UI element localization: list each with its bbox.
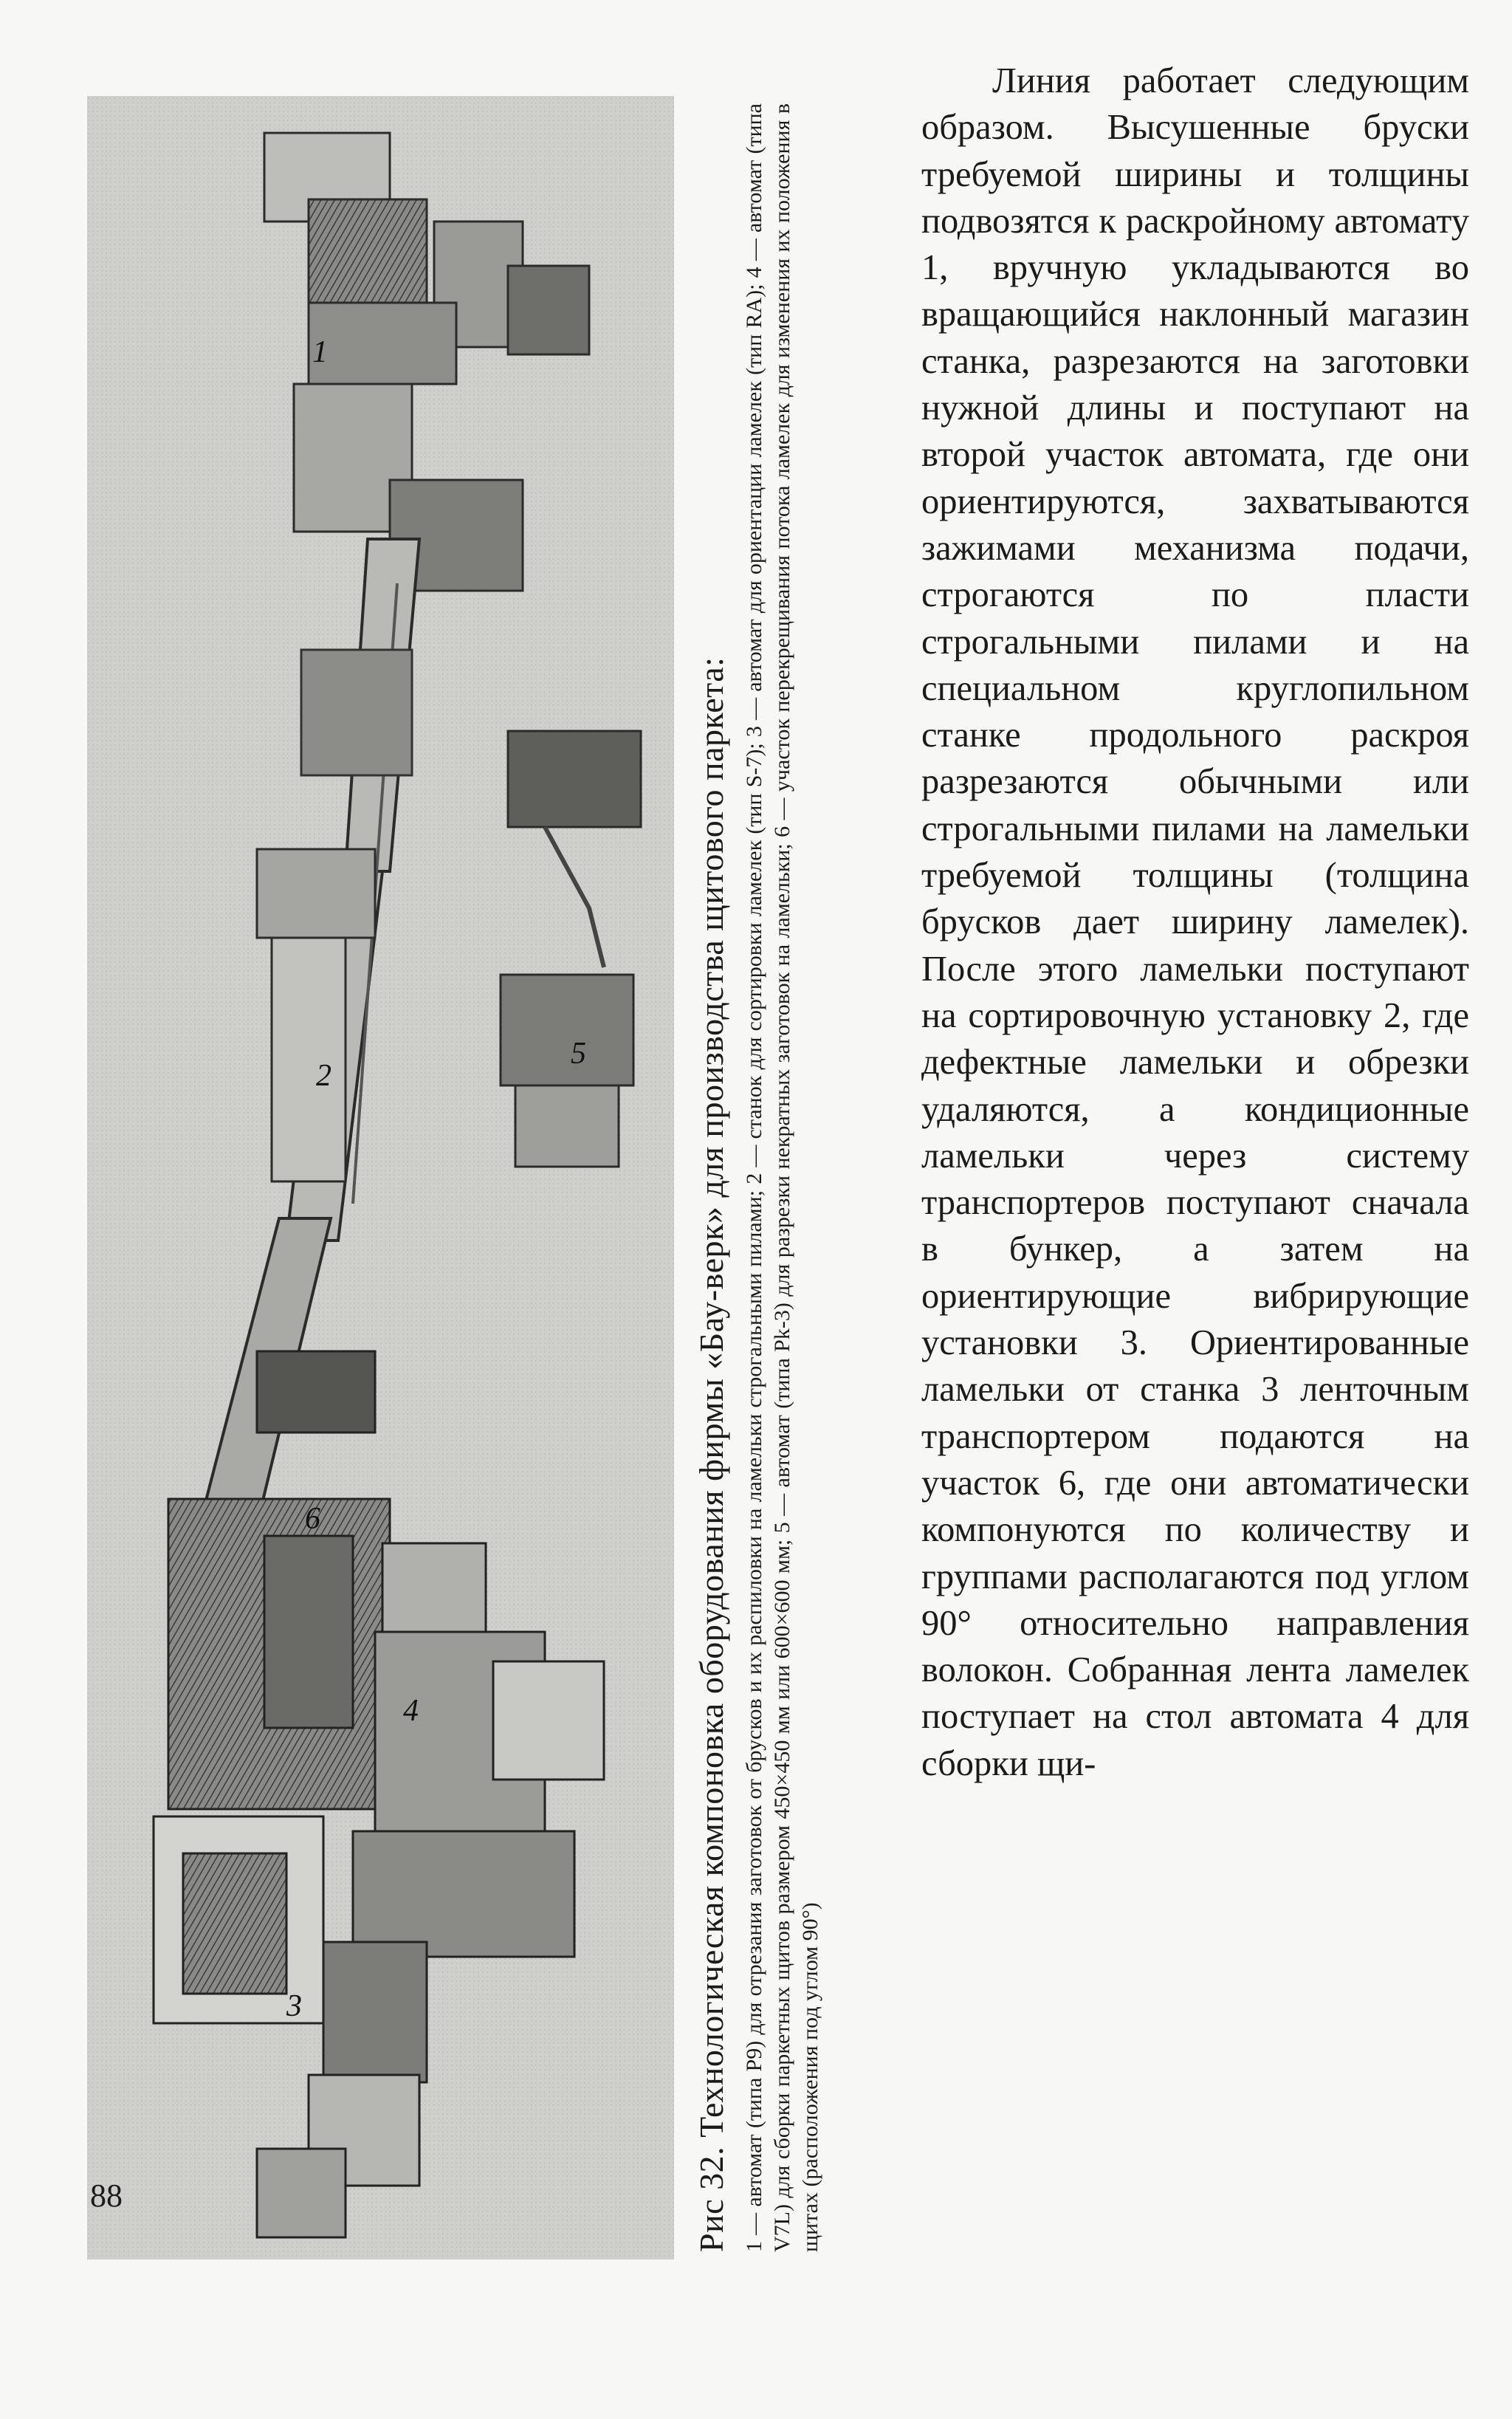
label-3: 3 bbox=[286, 1989, 302, 2023]
body-paragraph: Линия работает следующим образом. Высуше… bbox=[921, 61, 1469, 1783]
figure-caption: Рис 32. Технологическая компоновка обору… bbox=[689, 96, 918, 2260]
label-1: 1 bbox=[312, 335, 328, 369]
machine-1 bbox=[263, 131, 591, 592]
machine-4 bbox=[351, 1630, 605, 1958]
body-text-column: Линия работает следующим образом. Высуше… bbox=[921, 58, 1469, 1787]
equipment-illustration: 1 2 3 4 5 6 bbox=[87, 96, 674, 2260]
machine-2 bbox=[255, 848, 377, 1183]
label-5: 5 bbox=[571, 1037, 586, 1071]
label-6: 6 bbox=[305, 1502, 320, 1536]
label-2: 2 bbox=[316, 1059, 331, 1093]
equipment-photo: 1 2 3 4 5 6 bbox=[87, 96, 674, 2260]
caption-title: Рис 32. Технологическая компоновка обору… bbox=[693, 656, 730, 2252]
machine-5 bbox=[499, 730, 642, 1168]
label-4: 4 bbox=[403, 1694, 419, 1728]
figure: 1 2 3 4 5 6 Рис 32. Технологическая комп… bbox=[87, 96, 921, 2274]
page-number: 88 bbox=[90, 2178, 123, 2214]
machine-3 bbox=[152, 1815, 428, 2239]
caption-legend: 1 — автомат (типа Р9) для отрезания заго… bbox=[742, 103, 822, 2252]
